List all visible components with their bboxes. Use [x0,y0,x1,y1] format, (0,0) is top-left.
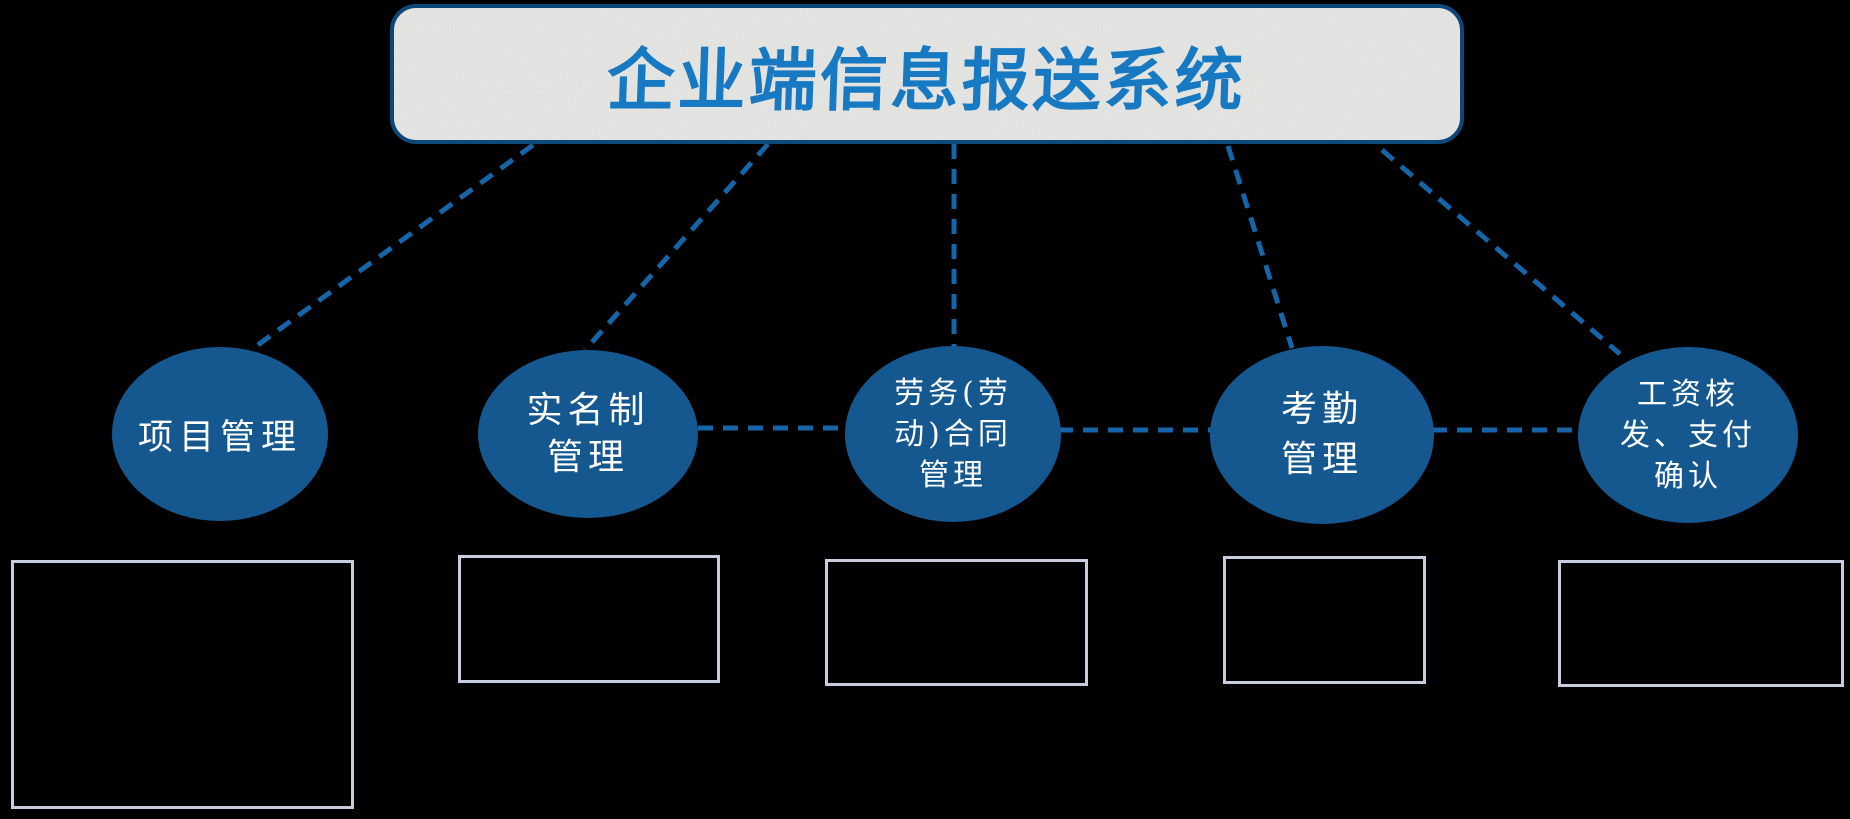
placeholder-box-real-name [458,555,720,683]
node-label: 实名制 管理 [526,390,650,478]
system-title-box: 企业端信息报送系统 [390,4,1464,144]
node-labor-contract-management: 劳务(劳 动)合同 管理 [845,346,1061,522]
connector-title-to-salary [1380,148,1622,356]
system-title: 企业端信息报送系统 [605,42,1248,119]
placeholder-box-attendance [1223,556,1426,684]
connector-title-to-real-name [583,142,770,352]
node-project-management: 项目管理 [112,347,328,521]
node-label: 项目管理 [137,417,302,458]
placeholder-box-labor-contract [825,559,1088,686]
placeholder-box-salary [1558,560,1844,687]
node-salary-payment-confirm: 工资核 发、支付 确认 [1578,347,1798,523]
node-label: 考勤 管理 [1280,389,1363,480]
node-attendance-management: 考勤 管理 [1210,346,1434,524]
node-label: 工资核 发、支付 确认 [1620,376,1756,494]
placeholder-box-project [11,560,354,809]
node-real-name-management: 实名制 管理 [478,350,698,518]
connector-title-to-project [253,142,535,350]
node-label: 劳务(劳 动)合同 管理 [894,375,1012,493]
connector-title-to-attendance [1225,145,1295,349]
